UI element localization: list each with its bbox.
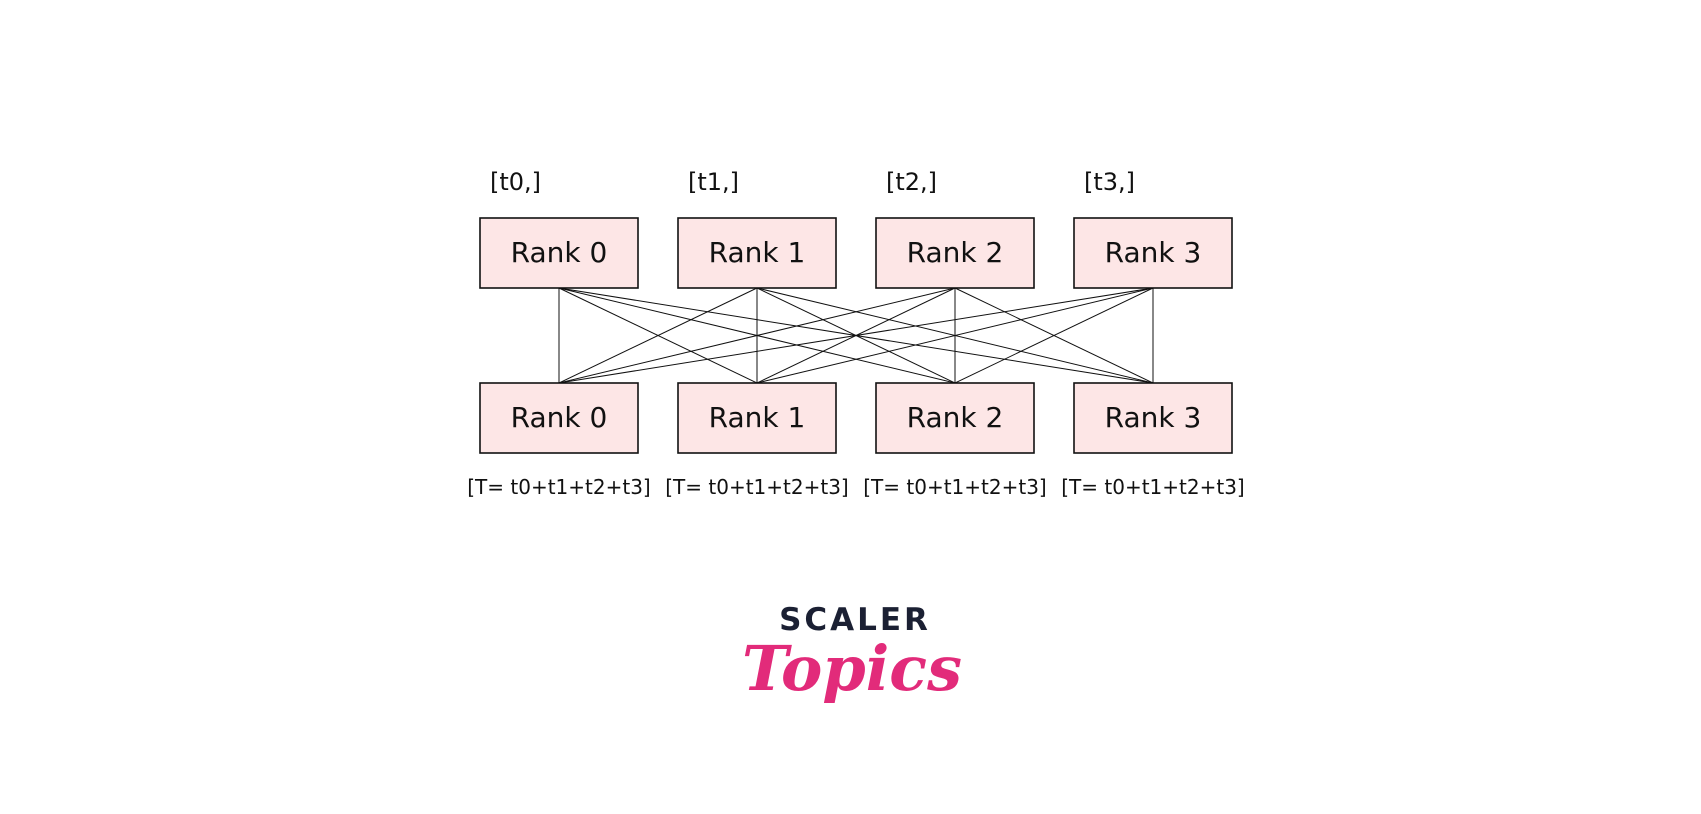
- top-rank-box-0: [479, 217, 639, 289]
- top-input-label-0: [t0,]: [490, 168, 541, 196]
- bottom-rank-box-2: [875, 382, 1035, 454]
- bottom-output-label-2: [T= t0+t1+t2+t3]: [863, 475, 1046, 499]
- scaler-topics-logo: SCALER Topics: [742, 602, 962, 705]
- top-rank-box-3: [1073, 217, 1233, 289]
- bottom-rank-label-1: Rank 1: [709, 401, 806, 434]
- bottom-rank-label-3: Rank 3: [1105, 401, 1202, 434]
- bottom-output-label-0: [T= t0+t1+t2+t3]: [467, 475, 650, 499]
- bottom-output-label-1: [T= t0+t1+t2+t3]: [665, 475, 848, 499]
- bottom-rank-label-2: Rank 2: [907, 401, 1004, 434]
- bottom-output-label-3: [T= t0+t1+t2+t3]: [1061, 475, 1244, 499]
- top-rank-label-0: Rank 0: [511, 236, 608, 269]
- top-rank-label-3: Rank 3: [1105, 236, 1202, 269]
- connection-line-3-1: [756, 287, 1154, 384]
- top-rank-box-2: [875, 217, 1035, 289]
- top-node-2: [t2,] Rank 2: [875, 168, 1035, 289]
- top-rank-label-2: Rank 2: [907, 236, 1004, 269]
- connection-line-1-0: [558, 287, 758, 384]
- bottom-node-1: Rank 1 [T= t0+t1+t2+t3]: [665, 382, 849, 499]
- top-node-0: [t0,] Rank 0: [479, 168, 639, 289]
- bottom-rank-box-0: [479, 382, 639, 454]
- bottom-rank-box-3: [1073, 382, 1233, 454]
- connection-line-3-2: [954, 287, 1154, 384]
- top-input-label-2: [t2,]: [886, 168, 937, 196]
- top-node-3: [t3,] Rank 3: [1073, 168, 1233, 289]
- bottom-node-3: Rank 3 [T= t0+t1+t2+t3]: [1061, 382, 1245, 499]
- top-input-label-3: [t3,]: [1084, 168, 1135, 196]
- bottom-node-0: Rank 0 [T= t0+t1+t2+t3]: [467, 382, 651, 499]
- top-node-1: [t1,] Rank 1: [677, 168, 837, 289]
- top-rank-box-1: [677, 217, 837, 289]
- connection-line-3-0: [558, 287, 1154, 384]
- bottom-rank-box-1: [677, 382, 837, 454]
- bottom-rank-label-0: Rank 0: [511, 401, 608, 434]
- bottom-node-2: Rank 2 [T= t0+t1+t2+t3]: [863, 382, 1047, 499]
- connection-lines: [558, 287, 1154, 384]
- connection-line-2-0: [558, 287, 956, 384]
- logo-topics-text: Topics: [742, 632, 962, 705]
- top-rank-label-1: Rank 1: [709, 236, 806, 269]
- logo-scaler-text: SCALER: [779, 602, 931, 638]
- top-input-label-1: [t1,]: [688, 168, 739, 196]
